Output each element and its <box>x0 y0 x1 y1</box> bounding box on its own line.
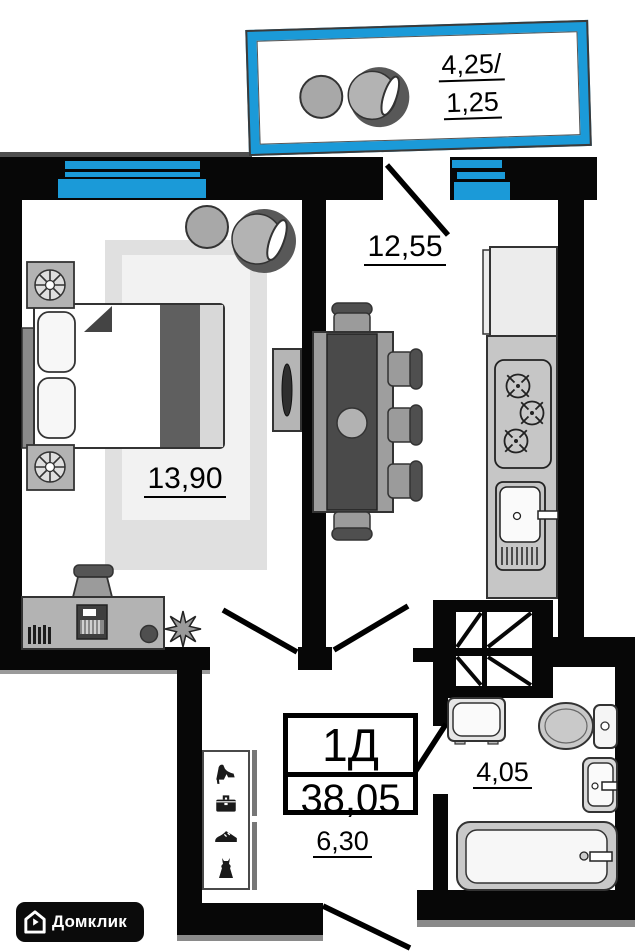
closet-sliding-door <box>252 822 257 890</box>
bathtub <box>456 821 618 891</box>
bathroom-area-label: 4,05 <box>460 757 545 790</box>
stove <box>494 359 552 469</box>
toilet <box>538 702 618 750</box>
wall-hallway-left <box>177 647 202 935</box>
wall-hallway-bottom-shadow <box>177 935 323 941</box>
closet <box>202 750 250 890</box>
closet-sliding-door <box>252 750 257 816</box>
wall-shadow-top <box>0 152 252 157</box>
kitchen-window <box>457 172 505 179</box>
bedroom-window <box>65 161 200 169</box>
nightstand <box>26 444 75 491</box>
kitchen-sink <box>495 481 559 571</box>
bedroom-window <box>58 179 206 198</box>
wall-bathroom-bottom-shadow <box>417 920 635 927</box>
unit-type-label: 1Д <box>322 719 379 771</box>
balcony-door-leaf <box>384 163 451 237</box>
balcony: 4,25/ 1,25 <box>245 19 592 156</box>
nightstand <box>26 261 75 309</box>
kitchen-area-label: 12,55 <box>355 230 455 266</box>
bedroom-side-table <box>185 205 229 249</box>
kitchen-window <box>452 160 502 168</box>
shaft-cell <box>456 656 482 686</box>
kitchen-counter <box>486 335 558 599</box>
wall-bathroom-right <box>615 660 635 890</box>
bedroom-window <box>65 172 200 177</box>
bedroom-door-leaf <box>221 607 299 655</box>
wall-bedroom-bottom-shadow <box>0 670 210 674</box>
briefcase-icon <box>216 795 236 812</box>
entrance-door-leaf <box>321 903 412 951</box>
wall-door-stub <box>298 647 332 670</box>
house-icon <box>24 910 46 934</box>
bedroom-armchair <box>231 209 296 273</box>
bedroom-rug <box>105 240 267 570</box>
logo-text: Домклик <box>52 912 127 931</box>
bathroom-door-leaf <box>412 722 449 774</box>
hallway-area-label: 6,30 <box>300 826 385 859</box>
dining-table <box>312 302 423 541</box>
shaft-cell <box>487 656 532 686</box>
fridge <box>482 246 558 337</box>
wall-left <box>0 200 22 670</box>
wall-bathroom-left-lower <box>433 794 448 890</box>
bedroom-area-label: 13,90 <box>135 462 235 498</box>
wall-right <box>558 200 584 662</box>
kitchen-door-leaf <box>332 603 410 653</box>
bathroom-sink <box>582 757 618 813</box>
domclick-logo: Домклик <box>16 902 144 942</box>
washing-machine <box>447 697 506 745</box>
kitchen-window <box>454 182 510 200</box>
tv <box>272 348 302 432</box>
shaft-cell <box>456 612 482 648</box>
star-decoration <box>164 610 202 648</box>
balcony-armchair <box>347 67 410 128</box>
sneaker-icon <box>215 831 237 842</box>
wall-hallway-bottom <box>177 903 323 935</box>
bed <box>21 303 225 449</box>
wall-divider-bedroom-kitchen <box>302 200 326 647</box>
balcony-area-label: 1,25 <box>417 86 528 122</box>
balcony-floor: 4,25/ 1,25 <box>256 31 581 145</box>
desk <box>21 564 165 650</box>
wall-bedroom-bottom <box>0 647 210 670</box>
wall-arm-left-of-shaft <box>413 648 433 662</box>
unit-info-box: 1Д 38,05 <box>283 713 418 821</box>
wall-bathroom-left-upper <box>433 698 448 726</box>
shaft-cell <box>487 612 532 648</box>
wall-bathroom-bottom <box>417 890 635 920</box>
high-heel-icon <box>216 764 235 784</box>
balcony-table <box>299 74 344 119</box>
balcony-area-label: 4,25/ <box>416 48 527 84</box>
unit-total-area: 38,05 <box>288 772 413 822</box>
dress-icon <box>219 858 233 878</box>
